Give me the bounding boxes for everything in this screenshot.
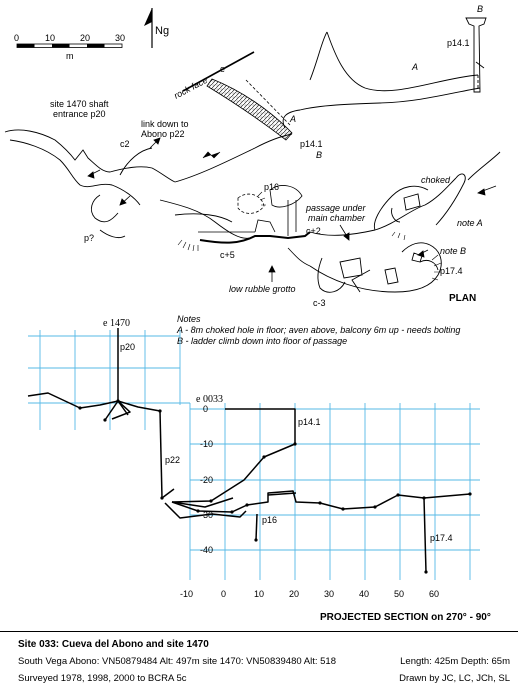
label-link-1: link down to: [141, 119, 189, 129]
label-c2: c2: [120, 139, 130, 149]
scale-bar: 0 10 20 30 m: [14, 33, 125, 61]
x-tick-20: 20: [289, 589, 299, 599]
label-passage-1: passage under: [305, 203, 367, 213]
label-link-2: Abono p22: [141, 129, 185, 139]
label-passage-2: main chamber: [308, 213, 366, 223]
label-A-mid: A: [289, 114, 296, 124]
footer-location-row: South Vega Abono: VN50879484 Alt: 497m s…: [18, 655, 510, 669]
x-tick-30: 30: [324, 589, 334, 599]
label-shaft-1: site 1470 shaft: [50, 99, 109, 109]
plan-arrows: [87, 137, 497, 282]
label-c-minus-3: c-3: [313, 298, 326, 308]
label-p14-1-mid: p14.1: [300, 139, 323, 149]
label-A-right: A: [411, 62, 418, 72]
plan-slope-marks: [177, 151, 442, 281]
label-e-0033: e 0033: [196, 394, 223, 405]
plan-title: PLAN: [449, 293, 476, 304]
notes-line-a: A - 8m choked hole in floor; aven above,…: [176, 325, 460, 335]
label-B-mid: B: [316, 150, 322, 160]
survey-footer: Site 033: Cueva del Abono and site 1470 …: [0, 631, 518, 693]
label-p14-1-section: p14.1: [298, 417, 321, 427]
section-y-axis-ticks: 0 -10 -20 -30 -40: [200, 404, 213, 555]
section-title: PROJECTED SECTION on 270° - 90°: [320, 612, 491, 623]
plan-labels: B p14.1 A rock face e A p14.1 B site 147…: [50, 4, 483, 308]
north-label: Ng: [155, 25, 169, 37]
label-c-plus-5: c+5: [220, 250, 235, 260]
footer-location: South Vega Abono: VN50879484 Alt: 497m s…: [18, 656, 336, 667]
label-low-rubble: low rubble grotto: [229, 284, 296, 294]
y-tick-minus-10: -10: [200, 439, 213, 449]
plan-rock-face: [182, 51, 293, 141]
label-note-A: note A: [457, 218, 483, 228]
x-tick-0: 0: [221, 589, 226, 599]
y-tick-minus-20: -20: [200, 475, 213, 485]
label-c-plus-2: c+2: [306, 226, 321, 236]
plan-passage-central: [198, 185, 311, 267]
y-tick-minus-40: -40: [200, 545, 213, 555]
notes-block: Notes A - 8m choked hole in floor; aven …: [176, 314, 460, 346]
label-p22: p22: [165, 455, 180, 465]
label-e: e: [220, 64, 225, 74]
scale-unit: m: [66, 51, 74, 61]
label-B-top: B: [477, 4, 483, 14]
section-x-axis-ticks: -10 0 10 20 30 40 50 60: [180, 589, 439, 599]
north-arrow-icon: Ng: [144, 8, 169, 48]
x-tick-50: 50: [394, 589, 404, 599]
section-labels: e 1470 e 0033 p20 p22 p14.1 p16 p17.4: [103, 318, 453, 543]
section-stations: [78, 399, 472, 574]
footer-surveyed: Surveyed 1978, 1998, 2000 to BCRA 5c: [18, 673, 187, 684]
label-choked: choked: [421, 175, 451, 185]
scale-tick-30: 30: [115, 33, 125, 43]
label-p16-section: p16: [262, 515, 277, 525]
label-p16: p16: [264, 182, 279, 192]
label-p14-1-top: p14.1: [447, 38, 470, 48]
x-tick-60: 60: [429, 589, 439, 599]
label-p17-4: p17.4: [440, 266, 463, 276]
footer-drawn: Drawn by JC, LC, JCh, SL: [399, 673, 510, 684]
y-tick-minus-30: -30: [200, 510, 213, 520]
label-shaft-2: entrance p20: [53, 109, 106, 119]
label-p20: p20: [120, 342, 135, 352]
x-tick-10: 10: [254, 589, 264, 599]
footer-title: Site 033: Cueva del Abono and site 1470: [18, 639, 209, 650]
scale-tick-20: 20: [80, 33, 90, 43]
y-tick-0: 0: [203, 404, 208, 414]
scale-tick-0: 0: [14, 33, 19, 43]
notes-heading: Notes: [177, 314, 201, 324]
footer-survey-row: Surveyed 1978, 1998, 2000 to BCRA 5c Dra…: [18, 672, 510, 686]
x-tick-40: 40: [359, 589, 369, 599]
footer-stats: Length: 425m Depth: 65m: [400, 656, 510, 667]
plan-chamber-east: [309, 151, 501, 293]
plan-passage-west: [4, 129, 293, 239]
section-survey-lines: [27, 328, 471, 573]
plan-passage-upper: [282, 17, 487, 129]
label-p-q: p?: [84, 233, 94, 243]
label-note-B: note B: [440, 246, 466, 256]
section-grid: [28, 330, 480, 580]
scale-tick-10: 10: [45, 33, 55, 43]
label-rock-face: rock face: [172, 75, 209, 101]
notes-line-b: B - ladder climb down into floor of pass…: [177, 336, 347, 346]
label-e-1470: e 1470: [103, 318, 130, 329]
label-p17-4-section: p17.4: [430, 533, 453, 543]
x-tick-minus-10: -10: [180, 589, 193, 599]
